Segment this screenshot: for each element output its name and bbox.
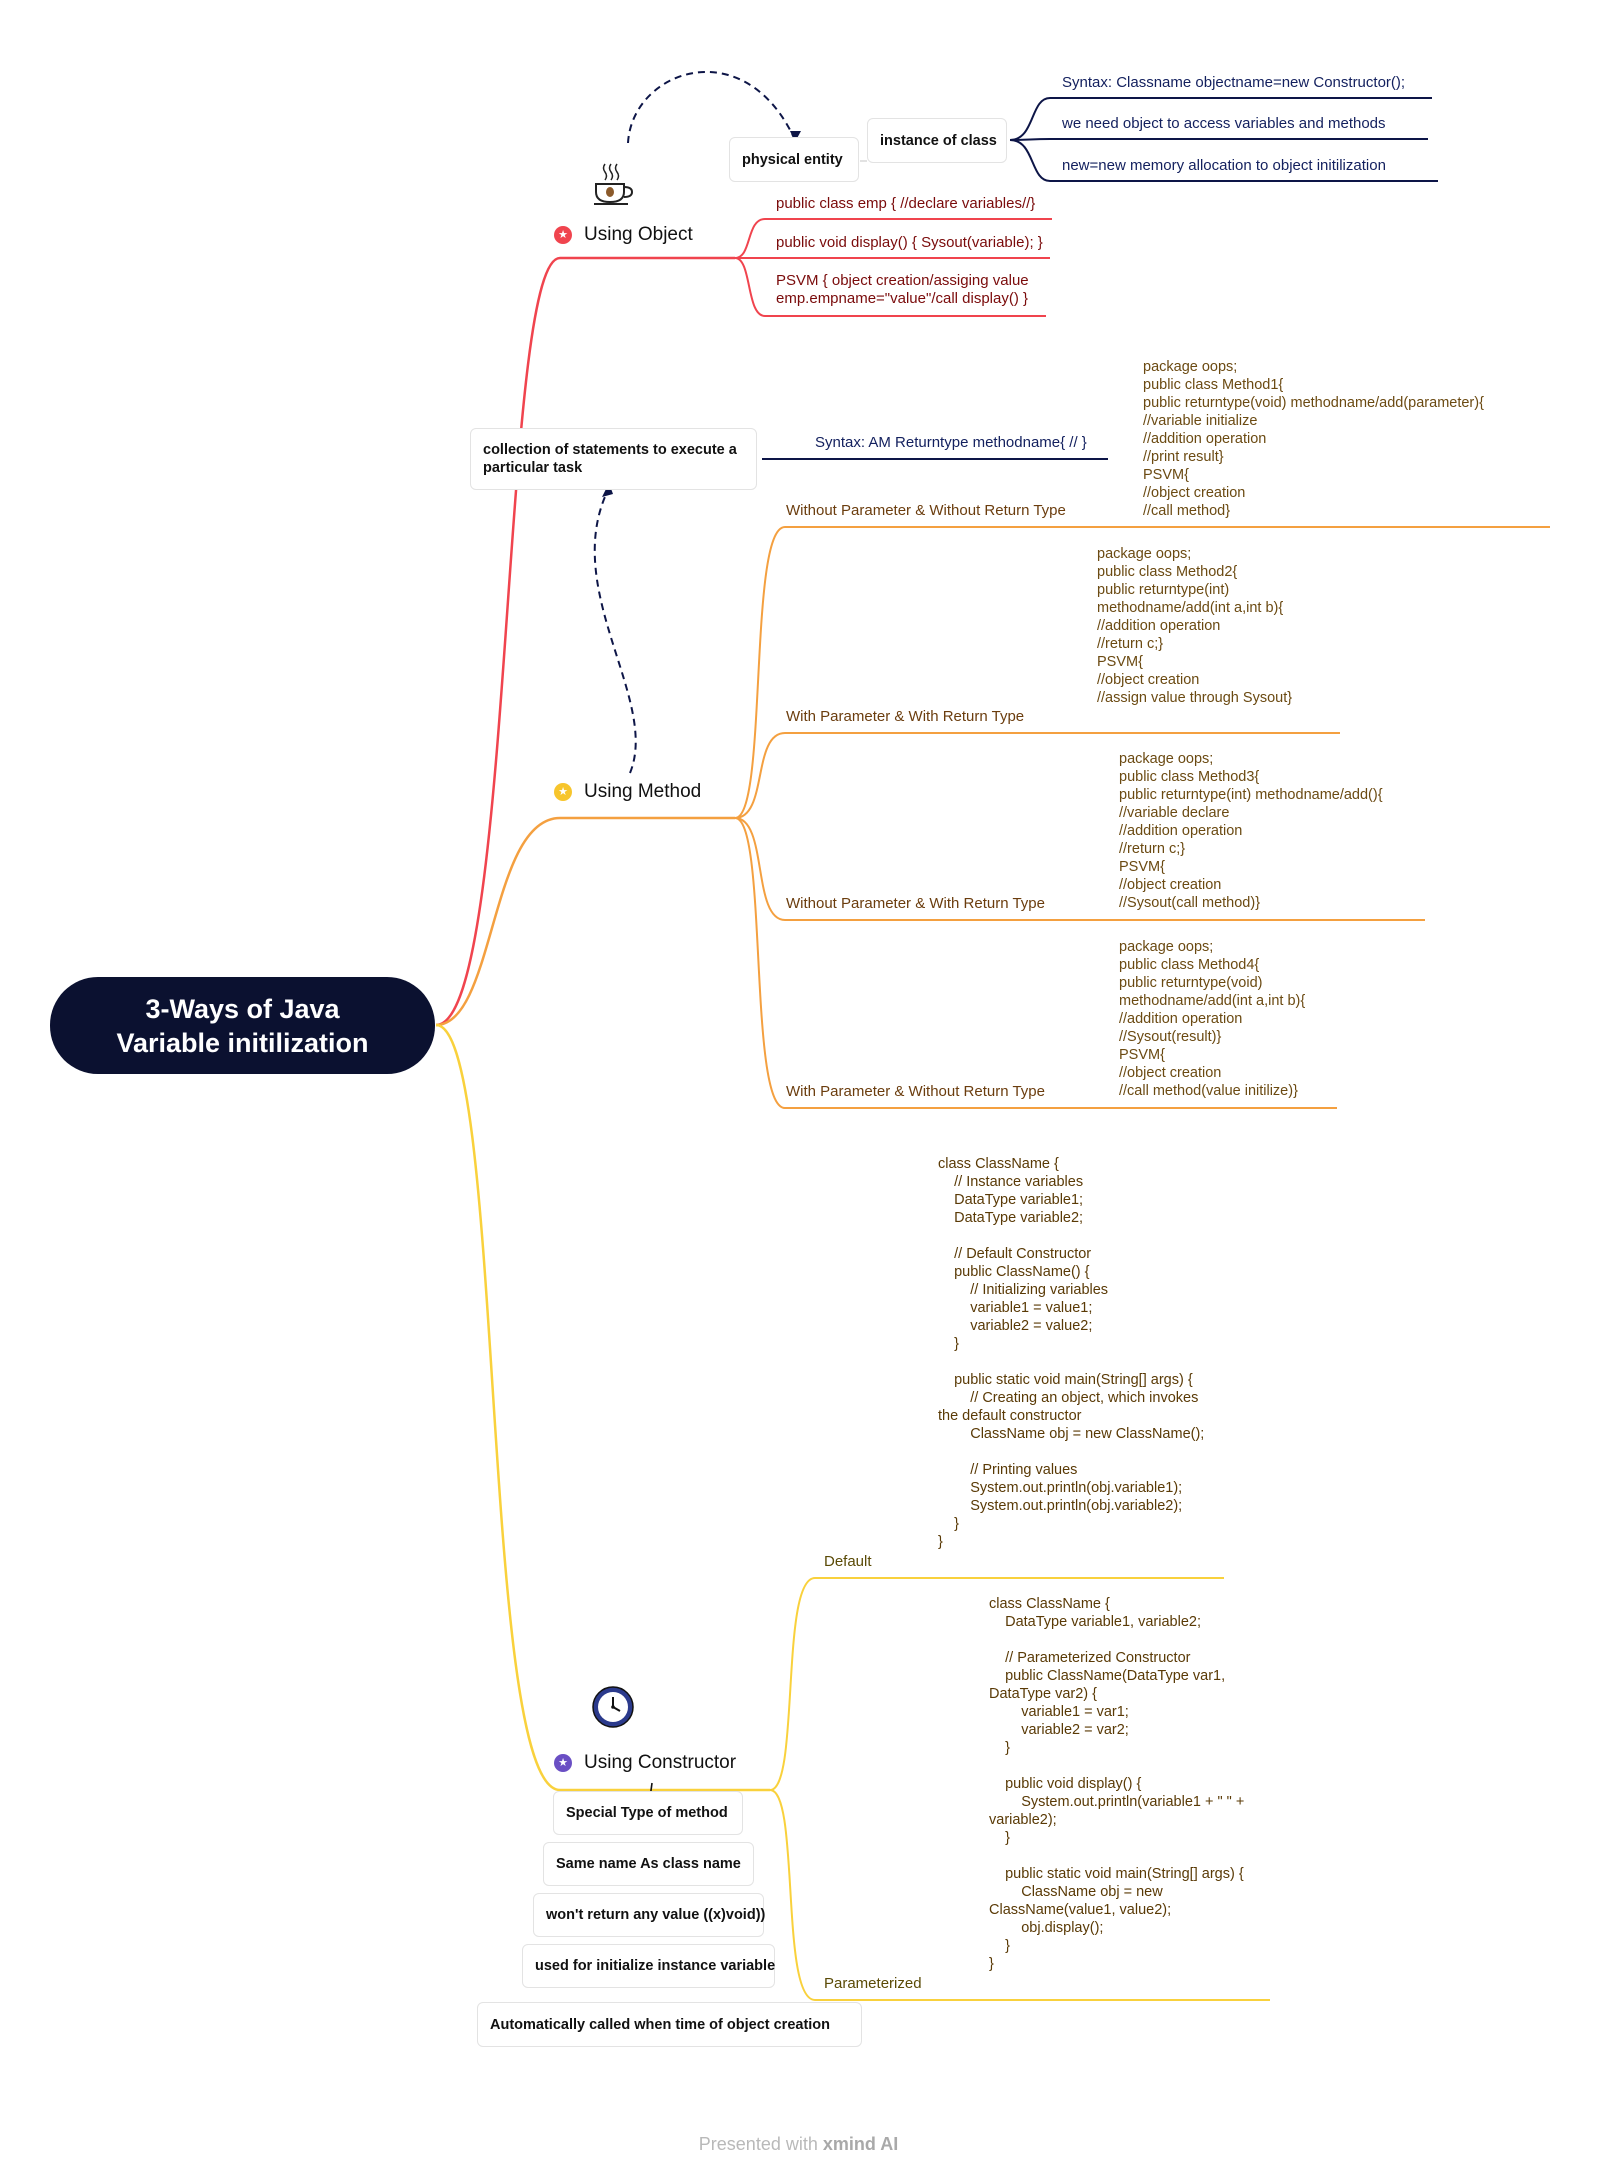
- method-type-3-label: Without Parameter & With Return Type: [786, 895, 1045, 912]
- constructor-fact-special-type[interactable]: Special Type of method: [553, 1791, 743, 1835]
- root-to-object-connector: [435, 256, 561, 1027]
- branch-using-constructor[interactable]: ★ Using Constructor: [554, 1752, 736, 1774]
- method-definition-node[interactable]: collection of statements to execute a pa…: [470, 428, 757, 490]
- instance-of-class-node[interactable]: instance of class: [867, 118, 1007, 163]
- coffee-cup-icon: [594, 163, 634, 205]
- root-to-constructor-connector: [435, 1023, 561, 1792]
- root-title-line1: 3-Ways of Java: [145, 993, 340, 1024]
- method-type-4-code: package oops; public class Method4{ publ…: [1119, 939, 1306, 1099]
- instance-new-memory-text: new=new memory allocation to object init…: [1062, 157, 1386, 174]
- clock-icon: [592, 1686, 634, 1728]
- footer-prefix: Presented with: [698, 2134, 823, 2154]
- star-badge-icon: ★: [554, 783, 572, 801]
- branch-label: Using Constructor: [584, 1752, 737, 1773]
- star-badge-icon: ★: [554, 1754, 572, 1772]
- branch-using-object[interactable]: ★ Using Object: [554, 224, 693, 246]
- constructor-type-parameterized-code: class ClassName { DataType variable1, va…: [989, 1596, 1245, 1972]
- method-relation-dashed: [593, 489, 637, 774]
- object-item-class-emp: public class emp { //declare variables//…: [776, 195, 1036, 212]
- method-type-4-label: With Parameter & Without Return Type: [786, 1083, 1045, 1100]
- object-item-display: public void display() { Sysout(variable)…: [776, 234, 1043, 251]
- branch-label: Using Method: [584, 781, 702, 802]
- constructor-fact-same-name[interactable]: Same name As class name: [543, 1842, 754, 1886]
- instance-syntax-text: Syntax: Classname objectname=new Constru…: [1062, 74, 1406, 91]
- method-type-1-code: package oops; public class Method1{ publ…: [1143, 359, 1484, 519]
- root-to-method-connector: [435, 816, 561, 1027]
- footer-brand: xmind AI: [822, 2134, 899, 2154]
- method-type-1-label: Without Parameter & Without Return Type: [786, 502, 1066, 519]
- method-syntax-text: Syntax: AM Returntype methodname{ // }: [815, 434, 1087, 451]
- branch-label: Using Object: [584, 224, 693, 245]
- constructor-type-default-code: class ClassName { // Instance variables …: [938, 1156, 1205, 1550]
- instance-need-object-text: we need object to access variables and m…: [1062, 115, 1386, 132]
- constructor-type-default-label: Default: [824, 1553, 872, 1570]
- object-relation-dashed: [627, 70, 796, 144]
- method-type-3-code: package oops; public class Method3{ publ…: [1119, 751, 1383, 911]
- branch-using-method[interactable]: ★ Using Method: [554, 781, 701, 803]
- star-badge-icon: ★: [554, 226, 572, 244]
- root-title-line2: Variable initilization: [116, 1027, 369, 1058]
- method-type-2-code: package oops; public class Method2{ publ…: [1097, 546, 1293, 706]
- constructor-type-parameterized-label: Parameterized: [824, 1975, 922, 1992]
- constructor-fact-no-return[interactable]: won't return any value ((x)void)): [533, 1893, 765, 1937]
- constructor-fact-auto-called[interactable]: Automatically called when time of object…: [477, 2002, 862, 2047]
- physical-entity-node[interactable]: physical entity: [729, 137, 859, 182]
- method-type-2-label: With Parameter & With Return Type: [786, 708, 1025, 725]
- object-item-psvm: PSVM { object creation/assiging value em…: [776, 272, 1029, 307]
- constructor-fact-initialize[interactable]: used for initialize instance variable: [522, 1944, 775, 1988]
- root-topic[interactable]: 3-Ways of Java Variable initilization: [50, 977, 435, 1074]
- presented-with-footer: Presented with xmind AI: [0, 2134, 1597, 2155]
